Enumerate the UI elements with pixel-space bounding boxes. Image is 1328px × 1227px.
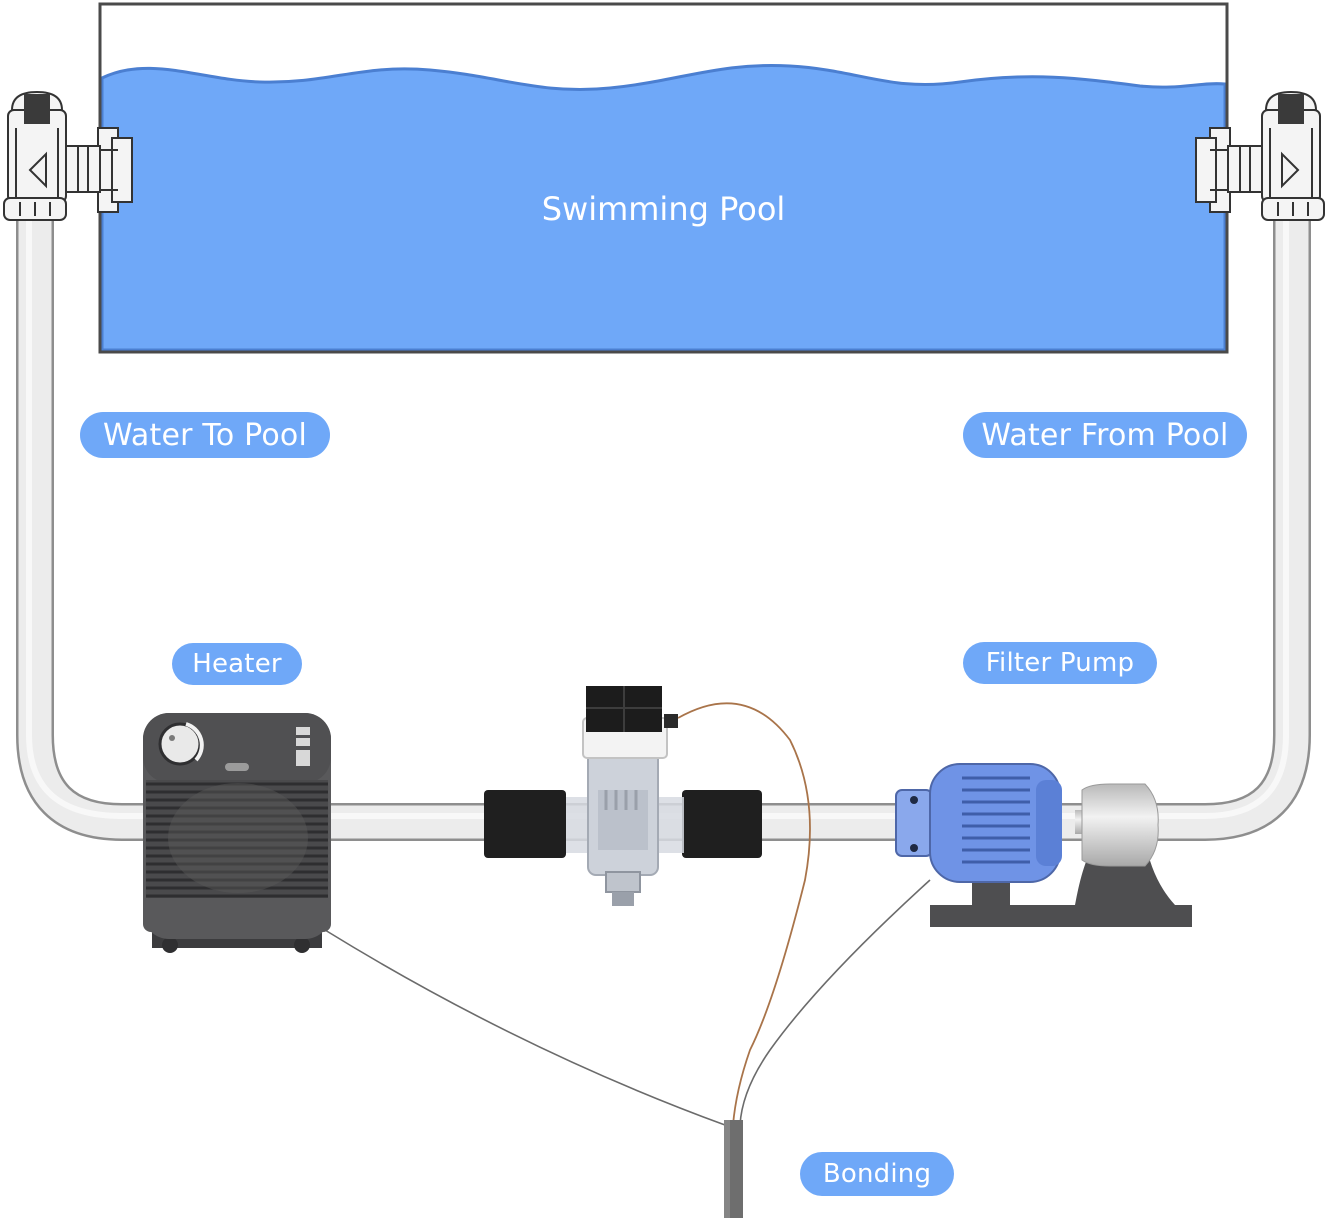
inlet-valve-icon	[3, 90, 133, 221]
bonding-wires	[324, 702, 931, 1126]
outlet-valve-icon	[1195, 90, 1325, 221]
pool-label: Swimming Pool	[541, 190, 786, 228]
salt-chlorinator-icon	[484, 686, 762, 906]
label-bonding: Bonding	[800, 1152, 954, 1196]
heater-unit-icon	[143, 713, 331, 953]
label-water-to-pool: Water To Pool	[80, 412, 330, 458]
swimming-pool	[98, 2, 1229, 354]
pump-motor-icon	[895, 763, 1192, 927]
label-heater: Heater	[172, 643, 302, 685]
label-water-from-pool: Water From Pool	[963, 412, 1247, 458]
label-filter-pump: Filter Pump	[963, 642, 1157, 684]
ground-rod-icon	[724, 1120, 743, 1218]
